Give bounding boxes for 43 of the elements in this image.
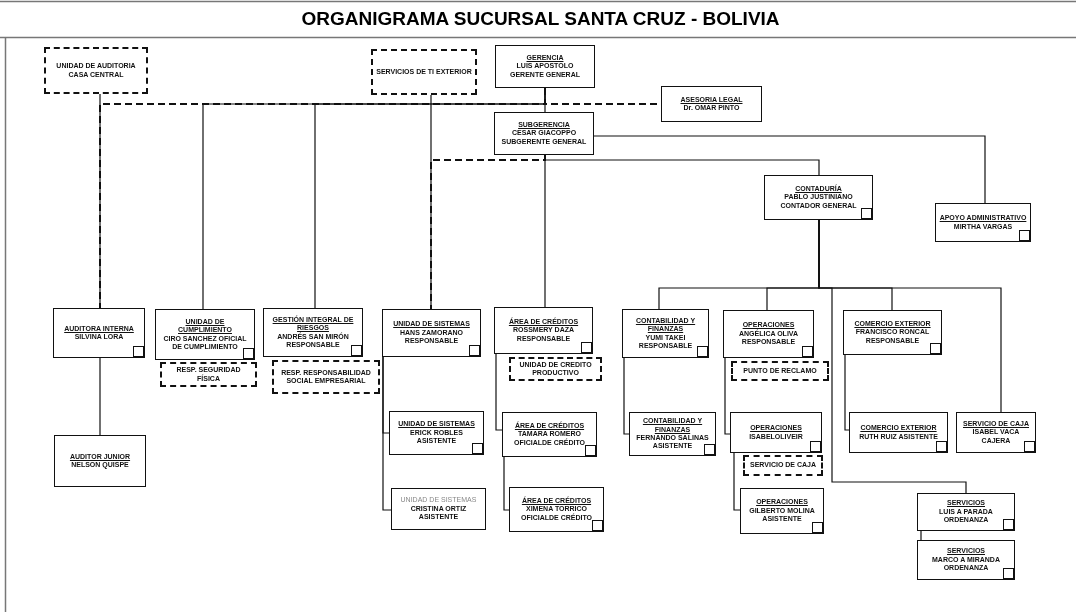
- position-box: [54, 435, 146, 487]
- dashed-unit-box: [160, 362, 257, 387]
- connector-line: [920, 530, 922, 541]
- connector-line: [593, 135, 986, 204]
- position-box: [389, 411, 484, 455]
- position-box: [509, 487, 604, 532]
- position-box: [935, 203, 1031, 242]
- dashed-unit-box: [272, 360, 380, 394]
- position-box: [629, 412, 716, 456]
- position-box: [849, 412, 948, 453]
- position-box: [382, 309, 481, 357]
- position-box: [843, 310, 942, 355]
- connector-line: [623, 357, 630, 435]
- position-box: [391, 488, 486, 530]
- position-box: [495, 45, 595, 88]
- connector-line: [844, 354, 850, 431]
- position-box: [661, 86, 762, 122]
- position-box: [764, 175, 873, 220]
- connector-line: [382, 356, 392, 511]
- dashed-unit-box: [371, 49, 477, 95]
- position-box: [622, 309, 709, 358]
- position-box: [917, 493, 1015, 531]
- position-box: [494, 112, 594, 155]
- position-box: [917, 540, 1015, 580]
- position-box: [53, 308, 145, 358]
- dashed-unit-box: [743, 455, 823, 476]
- connector-line: [503, 456, 510, 511]
- connector-line: [724, 357, 731, 435]
- dashed-unit-box: [509, 357, 602, 381]
- position-box: [502, 412, 597, 457]
- position-box: [740, 488, 824, 534]
- connector-line: [495, 353, 503, 431]
- dashed-unit-box: [731, 361, 829, 381]
- position-box: [155, 309, 255, 360]
- position-box: [494, 307, 593, 354]
- position-box: [723, 310, 814, 358]
- position-box: [730, 412, 822, 453]
- dashed-unit-box: [44, 47, 148, 94]
- position-box: [956, 412, 1036, 453]
- connector-line: [733, 452, 741, 511]
- chart-title: ORGANIGRAMA SUCURSAL SANTA CRUZ - BOLIVIA: [300, 7, 781, 31]
- position-box: [263, 308, 363, 357]
- connector-line: [99, 357, 101, 436]
